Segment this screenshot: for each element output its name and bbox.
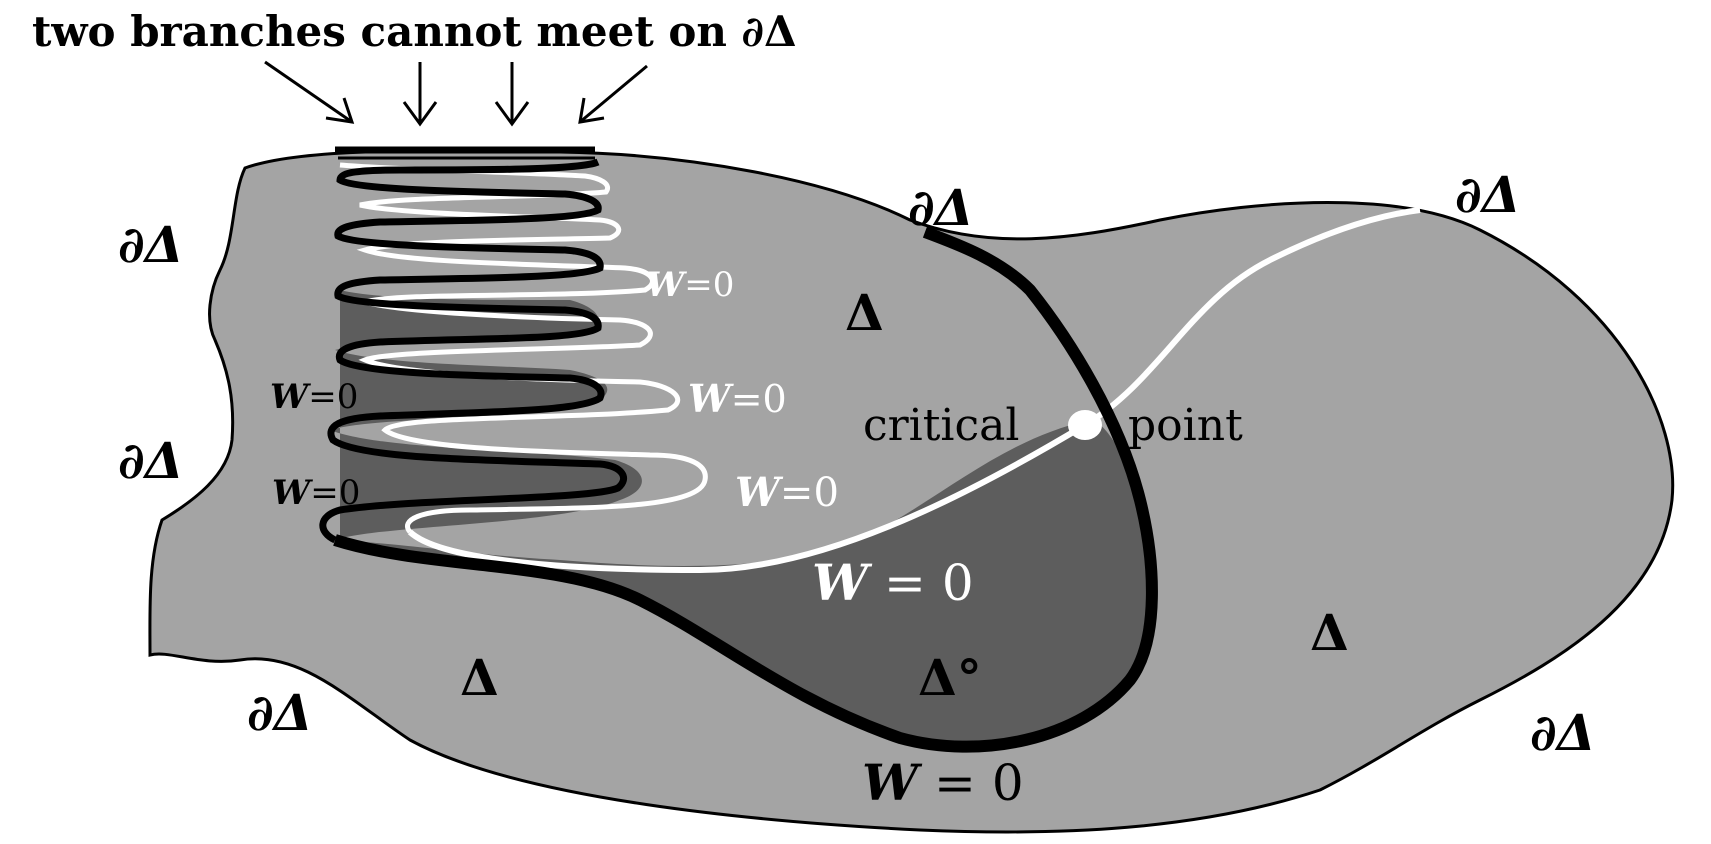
w-zero-label: W=0 [646, 265, 734, 305]
svg-text:W=0: W=0 [272, 473, 360, 513]
domain-label: Δ [460, 648, 499, 707]
inner-domain-label: Δ° [918, 648, 982, 707]
boundary-label: ∂Δ [247, 683, 313, 742]
boundary-label: ∂Δ [118, 431, 184, 490]
domain-label: Δ [1310, 603, 1349, 662]
w-zero-label: W = 0 [812, 553, 974, 612]
svg-text:W=0: W=0 [646, 265, 734, 305]
arrow-group [264, 60, 648, 127]
boundary-label: ∂Δ [118, 215, 184, 274]
title: two branches cannot meet on ∂Δ [32, 7, 797, 56]
critical-point-marker [1068, 410, 1102, 440]
svg-text:W=0: W=0 [270, 377, 358, 417]
arrow-icon [402, 62, 438, 127]
boundary-label: ∂Δ [1455, 165, 1521, 224]
w-zero-label: W=0 [735, 469, 839, 516]
critical-label: critical [863, 400, 1019, 451]
arrow-icon [264, 60, 355, 124]
white-curve [407, 207, 1421, 574]
svg-text:W = 0: W = 0 [812, 553, 974, 612]
arrow-icon [578, 64, 648, 124]
svg-text:W=0: W=0 [735, 469, 839, 516]
point-label: point [1128, 400, 1243, 451]
domain-label: Δ [845, 283, 884, 342]
boundary-label: ∂Δ [908, 178, 974, 237]
w-zero-label: W=0 [688, 376, 787, 421]
svg-text:W=0: W=0 [688, 376, 787, 421]
w-zero-label: W=0 [272, 473, 360, 513]
w-zero-label: W=0 [270, 377, 358, 417]
w-zero-label: W = 0 [862, 753, 1024, 812]
white-comb-curve [339, 162, 708, 534]
svg-text:W = 0: W = 0 [862, 753, 1024, 812]
boundary-label: ∂Δ [1530, 703, 1596, 762]
black-comb-curve [319, 158, 627, 544]
black-curve [333, 226, 1158, 753]
arrow-icon [494, 62, 530, 127]
